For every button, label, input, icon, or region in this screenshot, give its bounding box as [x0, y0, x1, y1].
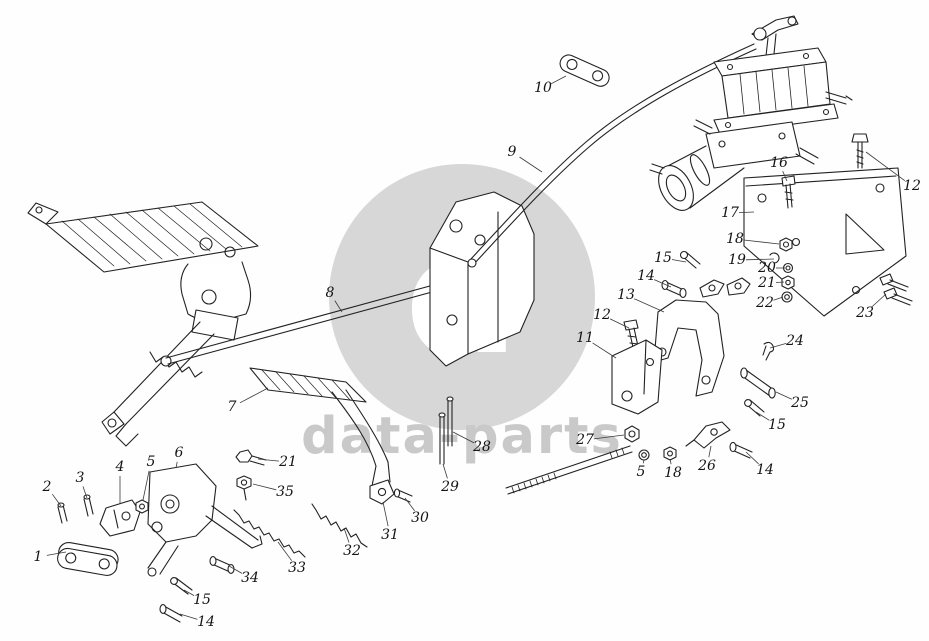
leader-line-18	[743, 239, 780, 245]
pedal-7-assembly	[249, 367, 395, 505]
bolt-12-top-right	[851, 133, 869, 169]
leader-line-25	[775, 391, 792, 400]
leader-line-26	[708, 445, 712, 458]
leader-line-14	[654, 279, 672, 288]
operating-rod	[505, 445, 633, 495]
pin-15-mid	[744, 399, 765, 417]
leader-line-12	[865, 151, 906, 182]
leader-line-15	[671, 259, 687, 263]
leader-line-10	[550, 75, 567, 85]
brake-valve-assembly	[649, 15, 853, 211]
washer-5-center	[638, 449, 650, 461]
clevis-26	[685, 421, 731, 449]
leader-line-7	[239, 387, 269, 404]
leader-line-34	[228, 565, 243, 574]
leader-line-22	[773, 296, 784, 301]
leader-line-14	[179, 613, 198, 620]
leader-line-16	[782, 171, 788, 182]
cotter-pin-24	[762, 341, 775, 361]
leader-line-21	[257, 458, 280, 462]
leader-line-14	[745, 451, 759, 465]
leader-line-32	[343, 527, 350, 543]
line-art	[27, 15, 913, 623]
pin-25	[740, 367, 776, 399]
leader-line-23	[871, 293, 887, 308]
bolt-35	[236, 475, 252, 501]
leader-line-12	[609, 318, 630, 329]
leader-line-29	[442, 463, 448, 479]
valve-rod-9	[467, 43, 757, 268]
clip-19	[769, 252, 780, 264]
leader-line-11	[592, 342, 617, 359]
pin-14-mid	[729, 441, 753, 459]
leader-line-15	[755, 411, 770, 421]
leader-line-18	[669, 458, 672, 465]
pin-28	[446, 396, 454, 447]
bolts-23	[879, 273, 913, 306]
leader-line-17	[738, 211, 755, 213]
leader-line-13	[634, 298, 665, 313]
pin-15-bottom	[170, 577, 193, 595]
leader-line-1	[46, 551, 67, 556]
leader-line-33	[277, 541, 293, 561]
leader-line-28	[452, 431, 475, 444]
fork-ends	[699, 277, 751, 298]
leader-line-35	[252, 483, 277, 491]
leader-line-3	[82, 486, 88, 499]
nut-18-top	[779, 237, 793, 252]
pin-14-bottom	[159, 604, 183, 623]
leader-line-6	[175, 461, 178, 469]
pin-15-top	[679, 250, 701, 269]
leader-line-8	[334, 300, 343, 313]
bracket-6	[147, 463, 263, 577]
leader-line-5	[142, 470, 150, 501]
leader-line-30	[404, 497, 415, 512]
leader-line-31	[382, 501, 389, 527]
leader-line-27	[593, 434, 625, 440]
leader-line-15	[183, 589, 195, 596]
nut-21-right	[781, 275, 795, 290]
bolt-16	[781, 175, 796, 209]
spring-32	[311, 503, 368, 548]
washer-22	[781, 291, 793, 303]
leader-line-5	[642, 459, 645, 464]
link-plate-1	[57, 542, 119, 576]
left-pedal-assembly	[27, 201, 259, 447]
pin-29	[438, 412, 446, 465]
spring-33	[233, 509, 306, 558]
clevis-pin-14-top	[661, 279, 687, 299]
clevis-4	[99, 499, 141, 537]
bracket-11	[611, 339, 663, 415]
retainer-strap-10	[559, 54, 610, 87]
leader-line-21	[775, 281, 785, 283]
nut-27	[624, 425, 640, 443]
leader-line-24	[769, 343, 787, 349]
leader-line-2	[51, 493, 62, 507]
nut-5-left	[135, 499, 149, 514]
leader-line-19	[745, 258, 775, 261]
leader-line-9	[519, 156, 543, 173]
